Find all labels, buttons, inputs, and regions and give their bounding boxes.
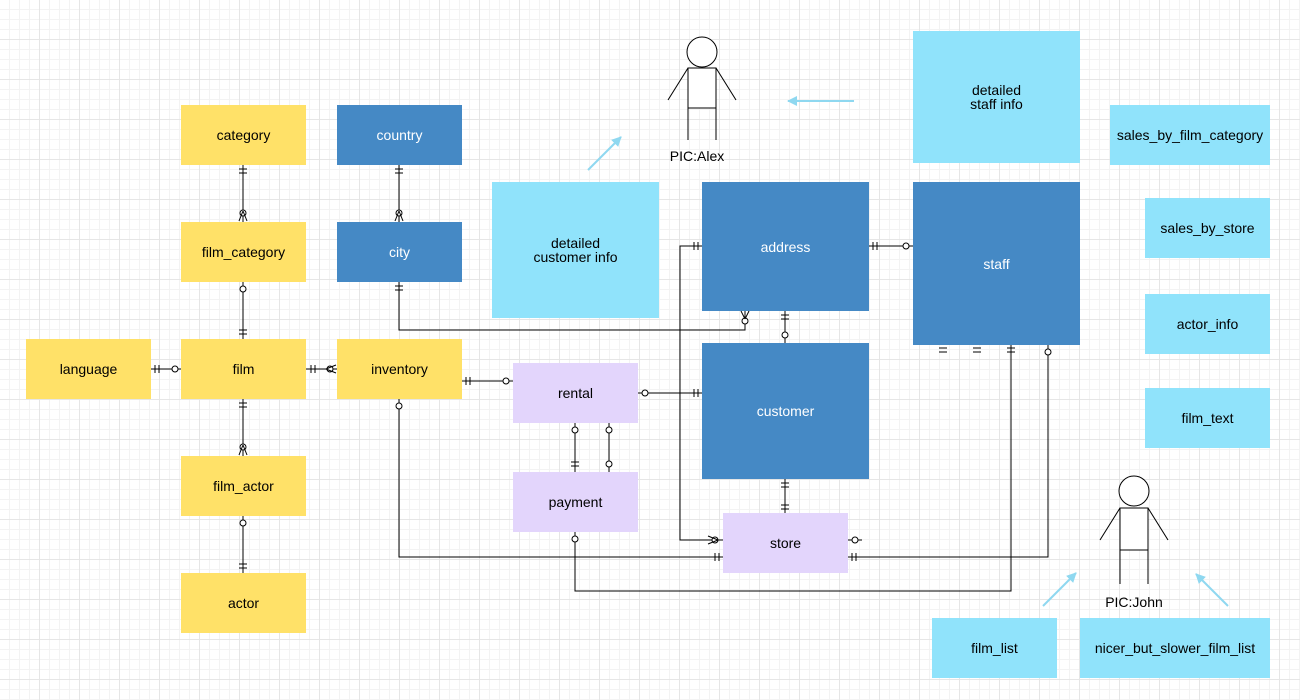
entity-language[interactable]: language bbox=[26, 339, 151, 399]
pointer-arrow bbox=[587, 136, 622, 171]
entity-customer[interactable]: customer bbox=[702, 343, 869, 479]
actor-figure-alex bbox=[667, 36, 737, 140]
cardinality-mark bbox=[902, 242, 910, 250]
entity-film-category[interactable]: film_category bbox=[181, 222, 306, 282]
cardinality-mark bbox=[171, 365, 179, 373]
cardinality-mark bbox=[571, 426, 579, 434]
entity-address[interactable]: address bbox=[702, 182, 869, 311]
actor-label-john: PIC:John bbox=[1105, 594, 1163, 610]
cardinality-mark bbox=[707, 535, 719, 541]
cardinality-mark bbox=[238, 444, 244, 456]
cardinality-mark bbox=[851, 536, 859, 544]
cardinality-mark bbox=[781, 331, 789, 339]
view-film-text[interactable]: film_text bbox=[1145, 388, 1270, 448]
cardinality-mark bbox=[239, 519, 247, 527]
cardinality-mark bbox=[242, 444, 248, 456]
entity-film-actor[interactable]: film_actor bbox=[181, 456, 306, 516]
cardinality-mark bbox=[325, 364, 337, 370]
cardinality-mark bbox=[740, 310, 746, 320]
view-nicer-but-slower-film-list[interactable]: nicer_but_slower_film_list bbox=[1080, 618, 1270, 678]
cardinality-mark bbox=[1044, 348, 1052, 356]
cardinality-mark bbox=[242, 210, 248, 222]
cardinality-mark bbox=[238, 210, 244, 222]
entity-inventory[interactable]: inventory bbox=[337, 339, 462, 399]
view-detailed-customer-info[interactable]: detailed customer info bbox=[492, 182, 659, 318]
cardinality-mark bbox=[325, 368, 337, 374]
pointer-arrow bbox=[1195, 573, 1229, 607]
entity-country[interactable]: country bbox=[337, 105, 462, 165]
cardinality-mark bbox=[641, 389, 649, 397]
view-detailed-staff-info[interactable]: detailed staff info bbox=[913, 31, 1080, 163]
actor-figure-john bbox=[1099, 475, 1169, 584]
cardinality-mark bbox=[707, 539, 719, 545]
cardinality-mark bbox=[239, 285, 247, 293]
actor-label-alex: PIC:Alex bbox=[669, 148, 725, 164]
view-actor-info[interactable]: actor_info bbox=[1145, 294, 1270, 354]
entity-city[interactable]: city bbox=[337, 222, 462, 282]
cardinality-mark bbox=[571, 535, 579, 543]
relationship-line bbox=[398, 399, 723, 558]
entity-film[interactable]: film bbox=[181, 339, 306, 399]
cardinality-mark bbox=[605, 460, 613, 468]
cardinality-mark bbox=[502, 377, 510, 385]
entity-rental[interactable]: rental bbox=[513, 363, 638, 423]
pointer-arrow bbox=[1042, 572, 1077, 607]
relationship-line bbox=[574, 345, 1012, 592]
view-film-list[interactable]: film_list bbox=[932, 618, 1057, 678]
view-sales-by-store[interactable]: sales_by_store bbox=[1145, 198, 1270, 258]
entity-payment[interactable]: payment bbox=[513, 472, 638, 532]
cardinality-mark bbox=[395, 402, 403, 410]
cardinality-mark bbox=[394, 210, 400, 222]
entity-staff[interactable]: staff bbox=[913, 182, 1080, 345]
relationship-line bbox=[679, 245, 723, 541]
relationship-line bbox=[848, 345, 1049, 558]
view-sales-by-film-category[interactable]: sales_by_film_category bbox=[1110, 105, 1270, 165]
cardinality-mark bbox=[398, 210, 404, 222]
cardinality-mark bbox=[605, 426, 613, 434]
cardinality-mark bbox=[744, 310, 750, 320]
entity-store[interactable]: store bbox=[723, 513, 848, 573]
entity-category[interactable]: category bbox=[181, 105, 306, 165]
entity-actor[interactable]: actor bbox=[181, 573, 306, 633]
